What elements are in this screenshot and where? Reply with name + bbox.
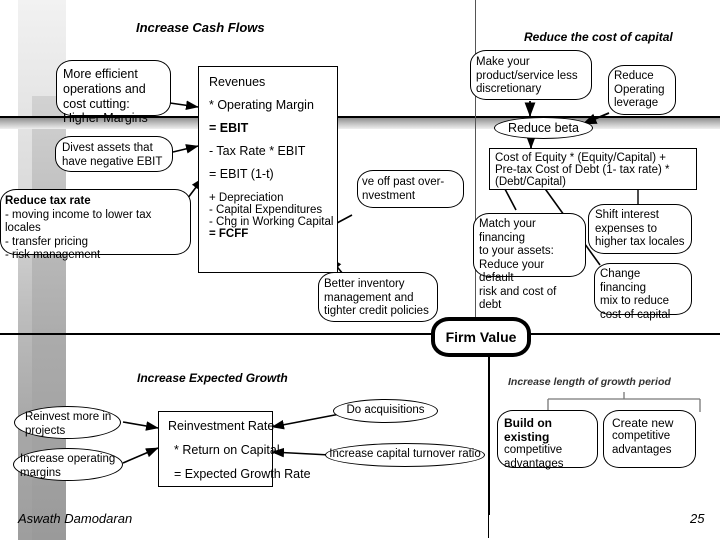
coc-line: Cost of Equity * (Equity/Capital) + (495, 152, 666, 164)
callout-line: - risk management (5, 249, 101, 262)
callout-line: Increase operating (20, 453, 116, 465)
callout-line: risk and cost of debt (479, 285, 557, 312)
growth-line-expected-growth-rate: = Expected Growth Rate (174, 467, 311, 481)
coc-line: Pre-tax Cost of Debt (1- tax rate) * (495, 164, 670, 176)
fcff-line-working-capital: - Chg in Working Capital (209, 216, 334, 228)
callout-line: Reduce (614, 70, 654, 82)
callout-match-financing-to-assets[interactable]: Match your financing to your assets: Red… (473, 213, 586, 311)
callout-line: Better inventory (324, 278, 405, 290)
callout-change-financing-mix[interactable]: Change financing mix to reduce cost of c… (594, 263, 692, 321)
callout-reduce-tax-rate[interactable]: Reduce tax rate - moving income to lower… (0, 189, 191, 261)
callout-line: competitive (504, 444, 563, 457)
callout-live-off-past-overinvestment[interactable]: ve off past over- nvestment (357, 170, 464, 208)
callout-line: Match your financing (479, 218, 536, 244)
fcff-formula-box: Revenues * Operating Margin = EBIT - Tax… (198, 66, 338, 273)
callout-line: Reduce your default (479, 258, 545, 285)
callout-line: management and (324, 291, 414, 304)
growth-formula-box: Reinvestment Rate * Return on Capital = … (158, 411, 311, 487)
callout-line: operations and (63, 81, 146, 96)
callout-line: - moving income to lower tax locales (5, 208, 152, 235)
footer-author: Aswath Damodaran (18, 511, 133, 526)
callout-create-new-advantages[interactable]: Create new competitive advantages (603, 410, 696, 468)
fcff-line-revenues: Revenues (209, 75, 266, 89)
callout-reduce-operating-leverage[interactable]: Reduce Operating leverage (608, 65, 676, 115)
callout-line: tighter credit policies (324, 305, 429, 318)
callout-better-inventory-management[interactable]: Better inventory management and tighter … (318, 272, 438, 322)
heading-increase-cash-flows: Increase Cash Flows (136, 20, 265, 35)
callout-line: have negative EBIT (62, 155, 163, 168)
callout-make-product-less-discretionary[interactable]: Make your product/service less discretio… (470, 50, 592, 100)
callout-line: margins (20, 466, 61, 479)
cost-of-capital-formula-box: Cost of Equity * (Equity/Capital) + Pre-… (489, 148, 697, 190)
callout-line: nvestment (362, 189, 416, 202)
callout-line: Create new (612, 416, 674, 430)
footer-page-number: 25 (690, 511, 705, 526)
callout-line: cost of capital (600, 308, 671, 321)
callout-line: Change financing (600, 268, 647, 294)
callout-line: Higher Margins (63, 111, 148, 126)
callout-more-efficient-operations[interactable]: More efficient operations and cost cutti… (56, 60, 171, 125)
heading-increase-growth-period: Increase length of growth period (508, 376, 671, 388)
callout-line: expenses to (595, 222, 658, 235)
fcff-line-depreciation: + Depreciation (209, 192, 284, 204)
firm-value-label: Firm Value (445, 329, 517, 345)
callout-reinvest-more-in-projects[interactable]: Reinvest more in projects (14, 406, 121, 439)
callout-line: competitive (612, 430, 671, 443)
heading-reduce-cost-of-capital: Reduce the cost of capital (524, 30, 673, 44)
callout-line: higher tax locales (595, 236, 685, 249)
callout-line: Shift interest (595, 209, 659, 221)
callout-line: Make your (476, 56, 530, 68)
fcff-line-ebit-after-tax: = EBIT (1-t) (209, 167, 274, 181)
callout-line: mix to reduce (600, 295, 670, 308)
middle-horizontal-rule (0, 333, 720, 335)
callout-line: Build on existing (504, 416, 552, 445)
callout-line: to your assets: (479, 245, 554, 258)
callout-line: advantages (504, 457, 564, 470)
callout-do-acquisitions[interactable]: Do acquisitions (333, 399, 438, 423)
top-horizontal-rule (0, 116, 720, 118)
callout-line: Reinvest more in (25, 411, 112, 423)
lower-vertical-connector (488, 345, 490, 515)
callout-line: - transfer pricing (5, 235, 89, 248)
callout-increase-operating-margins[interactable]: Increase operating margins (13, 448, 123, 481)
top-gradient-stripe (0, 118, 720, 129)
heading-increase-expected-growth: Increase Expected Growth (137, 371, 288, 385)
callout-build-on-existing-advantages[interactable]: Build on existing competitive advantages (497, 410, 598, 470)
callout-line: discretionary (476, 83, 542, 96)
callout-line: cost cutting: (63, 96, 130, 111)
growth-line-return-on-capital: * Return on Capital (174, 443, 280, 457)
callout-line: More efficient (63, 67, 138, 81)
callout-line: Divest assets that (62, 142, 153, 154)
callout-line: ve off past over- (362, 176, 445, 188)
coc-line: (Debt/Capital) (495, 176, 566, 188)
callout-divest-assets[interactable]: Divest assets that have negative EBIT (55, 136, 173, 172)
callout-line: product/service less (476, 69, 578, 82)
fcff-line-fcff: = FCFF (209, 228, 249, 240)
fcff-line-ebit: = EBIT (209, 121, 249, 135)
callout-reduce-beta[interactable]: Reduce beta (494, 117, 593, 139)
fcff-line-capex: - Capital Expenditures (209, 204, 323, 216)
fcff-line-operating-margin: * Operating Margin (209, 98, 314, 112)
callout-line: Do acquisitions (346, 404, 425, 417)
callout-line: leverage (614, 97, 659, 110)
callout-line: Operating (614, 83, 665, 96)
callout-line: Reduce tax rate (5, 195, 91, 207)
growth-line-reinvestment-rate: Reinvestment Rate (168, 419, 275, 433)
upper-vertical-divider (475, 0, 476, 333)
callout-line: advantages (612, 443, 672, 456)
callout-increase-capital-turnover-ratio[interactable]: Increase capital turnover ratio (325, 443, 485, 467)
callout-shift-interest-expenses[interactable]: Shift interest expenses to higher tax lo… (588, 204, 692, 254)
callout-line: projects (25, 424, 66, 437)
callout-line: Increase capital turnover ratio (329, 448, 481, 461)
fcff-line-tax-rate: - Tax Rate * EBIT (209, 144, 306, 158)
firm-value-node[interactable]: Firm Value (431, 317, 531, 357)
footer-vertical-divider (488, 498, 489, 538)
callout-line: Reduce beta (508, 120, 579, 135)
